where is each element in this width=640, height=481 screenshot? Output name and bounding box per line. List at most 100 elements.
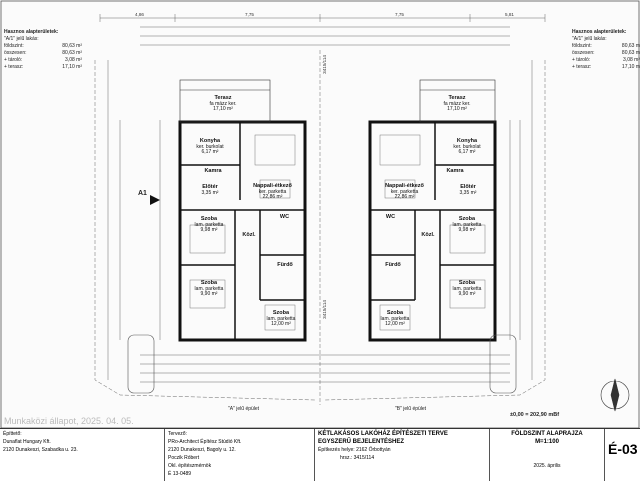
right-area-row: összesen: 80,63 m xyxy=(572,51,640,56)
project-title-line2: EGYSZERŰ BEJELENTÉSHEZ xyxy=(318,439,405,445)
row-value: 80,63 m xyxy=(621,50,640,56)
room-finish: lam. parketta xyxy=(194,285,224,292)
floor-plan-drawing xyxy=(0,0,640,429)
designer-address: 2120 Dunakeszi, Bagoly u. 12. xyxy=(168,447,236,453)
room-name: WC xyxy=(385,214,396,220)
room-name: WC xyxy=(279,214,290,220)
site-plot: hrsz.: 3415/114 xyxy=(340,455,375,461)
designer-id: É 13-0489 xyxy=(168,471,192,477)
building-b-label: "B" jelű épület xyxy=(395,406,427,412)
designer-label: Tervező: xyxy=(168,431,187,437)
row-label: földszint: xyxy=(4,43,24,49)
designer-person: Poczik Róbert xyxy=(168,455,200,461)
room-corridor-left: Közl. xyxy=(238,232,260,239)
left-area-row: + terasz: 17,10 m² xyxy=(4,65,82,70)
designer-role: Okl. építészmérnök xyxy=(168,463,212,469)
designer-cell: Tervező: PRo-Architect Építész Stúdió Kf… xyxy=(165,429,315,481)
room-name: Előtér xyxy=(460,184,476,190)
top-dimension: 4,86 xyxy=(135,12,144,17)
room-area: 3,35 m² xyxy=(459,189,477,196)
left-area-subtitle: "A/1" jelű lakás: xyxy=(4,36,39,42)
room-name: Terasz xyxy=(214,95,232,101)
room-name: Terasz xyxy=(448,95,466,101)
section-marker: A1 xyxy=(138,190,147,197)
left-area-row: összesen: 80,63 m² xyxy=(4,51,82,56)
ground-level-note: ±0,00 = 202,90 mBf xyxy=(510,412,560,418)
room-finish: lam. parketta xyxy=(452,221,482,228)
right-area-subtitle: "A/1" jelű lakás: xyxy=(572,36,607,42)
site-location: Építkezés helye: 2162 Őrbottyán xyxy=(318,447,391,453)
right-area-row: + tároló: 3,08 m² xyxy=(572,58,640,63)
plot-number-label: 3415/114 xyxy=(322,55,327,74)
owner-address: 2120 Dunakeszi, Szabadka u. 23. xyxy=(3,447,78,453)
room-name: Közl. xyxy=(242,232,256,238)
room-corridor-right: Közl. xyxy=(417,232,439,239)
row-label: + terasz: xyxy=(572,64,592,70)
room-wc-left: WC xyxy=(272,214,297,221)
designer-name: PRo-Architect Építész Stúdió Kft. xyxy=(168,439,242,445)
left-area-summary: Hasznos alapterületek: "A/1" jelű lakás:… xyxy=(4,30,82,72)
room-finish: fa mázz ker. xyxy=(443,100,471,107)
project-cell: KÉTLAKÁSOS LAKÓHÁZ ÉPÍTÉSZETI TERVE EGYS… xyxy=(315,429,490,481)
room-area: 9,98 m² xyxy=(458,227,476,233)
project-title-line1: KÉTLAKÁSOS LAKÓHÁZ ÉPÍTÉSZETI TERVE xyxy=(318,431,448,437)
room-name: Konyha xyxy=(199,138,221,144)
top-dimension: 5,81 xyxy=(505,12,514,17)
room-finish: lam. parketta xyxy=(266,315,296,322)
room-area: 6,17 m² xyxy=(201,149,219,155)
room-area: 12,00 m² xyxy=(271,321,291,327)
row-label: + tároló: xyxy=(572,57,591,63)
top-dimension: 7,75 xyxy=(245,12,254,17)
left-area-row: földszint: 80,63 m² xyxy=(4,44,82,49)
plot-number-label-lower: 3415/114 xyxy=(322,300,327,319)
room-area: 12,00 m² xyxy=(385,321,405,327)
room-name: Kamra xyxy=(446,168,464,174)
room-name: Szoba xyxy=(386,310,404,316)
top-dimension: 7,75 xyxy=(395,12,404,17)
row-value: 17,10 m² xyxy=(62,64,82,70)
sheet-number: É-03 xyxy=(608,441,638,457)
room-name: Szoba xyxy=(200,280,218,286)
row-value: 3,08 m² xyxy=(623,57,640,63)
row-value: 17,10 m xyxy=(621,64,640,70)
row-label: földszint: xyxy=(572,43,592,49)
room-area: 22,86 m² xyxy=(394,194,415,200)
room-name: Kamra xyxy=(204,168,222,174)
room-area: 6,17 m² xyxy=(458,149,476,155)
room-name: Nappali-étkező xyxy=(385,183,424,189)
room-area: 17,10 m² xyxy=(213,106,233,112)
room-area: 22,86 m² xyxy=(262,194,283,200)
room-area: 3,35 m² xyxy=(201,189,219,196)
right-area-row: + terasz: 17,10 m xyxy=(572,65,640,70)
room-name: Nappali-étkező xyxy=(253,183,292,189)
row-label: + tároló: xyxy=(4,57,23,63)
room-finish: lam. parketta xyxy=(452,285,482,292)
room-name: Szoba xyxy=(458,280,476,286)
right-area-row: földszint: 80,63 m xyxy=(572,44,640,49)
owner-name: Dunaflat Hungary Kft. xyxy=(3,439,51,445)
building-a-label: "A" jelű épület xyxy=(228,406,260,412)
row-label: összesen: xyxy=(572,50,595,56)
room-area: 9,98 m² xyxy=(200,227,218,233)
row-label: összesen: xyxy=(4,50,27,56)
room-area: 9,90 m² xyxy=(200,291,218,297)
room-name: Szoba xyxy=(458,216,476,222)
drawing-date: 2025. április xyxy=(533,463,561,469)
row-value: 3,08 m² xyxy=(65,57,82,63)
room-wc-right: WC xyxy=(378,214,403,221)
room-name: Szoba xyxy=(200,216,218,222)
room-bath-right: Fürdő xyxy=(378,262,408,269)
room-finish: ker. parketta xyxy=(258,188,287,195)
